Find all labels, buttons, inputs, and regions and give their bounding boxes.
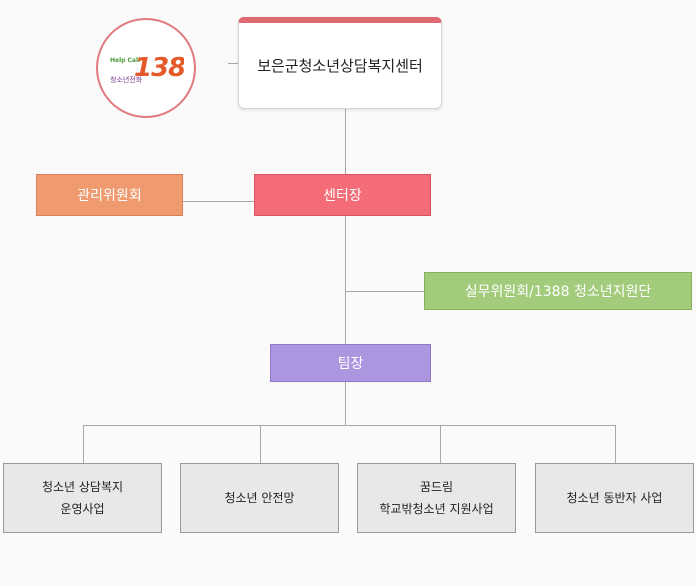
- root-label: 보은군청소년상담복지센터: [257, 57, 423, 75]
- connector-management: [183, 201, 254, 202]
- logo-1388: Help Call 청소년전화 1388: [96, 18, 196, 118]
- department-line1: 청소년 안전망: [224, 491, 295, 505]
- logo-number: 1388: [134, 53, 184, 83]
- director-label: 센터장: [323, 188, 362, 204]
- connector-dept-1: [83, 425, 84, 463]
- department-node: 청소년 동반자 사업: [535, 463, 694, 533]
- working-committee-label: 실무위원회/1388 청소년지원단: [464, 284, 652, 300]
- department-line2: 학교밖청소년 지원사업: [379, 502, 494, 516]
- connector-root-down: [345, 109, 346, 425]
- team-leader-node: 팀장: [270, 344, 431, 382]
- department-line2: 운영사업: [60, 502, 105, 516]
- logo-tagline: Help Call: [110, 57, 140, 64]
- department-line1: 청소년 동반자 사업: [566, 491, 663, 505]
- connector-dept-2: [260, 425, 261, 463]
- department-node: 청소년 상담복지 운영사업: [3, 463, 162, 533]
- management-committee-node: 관리위원회: [36, 174, 183, 216]
- department-node: 청소년 안전망: [180, 463, 339, 533]
- department-line1: 꿈드림: [419, 480, 454, 494]
- department-node: 꿈드림 학교밖청소년 지원사업: [357, 463, 516, 533]
- connector-bottom-bus: [83, 425, 615, 426]
- director-node: 센터장: [254, 174, 431, 216]
- logo-sub: 청소년전화: [110, 75, 143, 84]
- management-label: 관리위원회: [77, 188, 142, 204]
- connector-dept-3: [440, 425, 441, 463]
- connector-working-committee: [345, 291, 424, 292]
- root-node: 보은군청소년상담복지센터: [238, 17, 442, 109]
- working-committee-node: 실무위원회/1388 청소년지원단: [424, 272, 692, 310]
- connector-dept-4: [615, 425, 616, 463]
- team-leader-label: 팀장: [337, 356, 364, 372]
- connector-logo-root: [228, 63, 238, 64]
- department-line1: 청소년 상담복지: [41, 480, 124, 494]
- logo-mark: Help Call 청소년전화 1388: [110, 53, 184, 84]
